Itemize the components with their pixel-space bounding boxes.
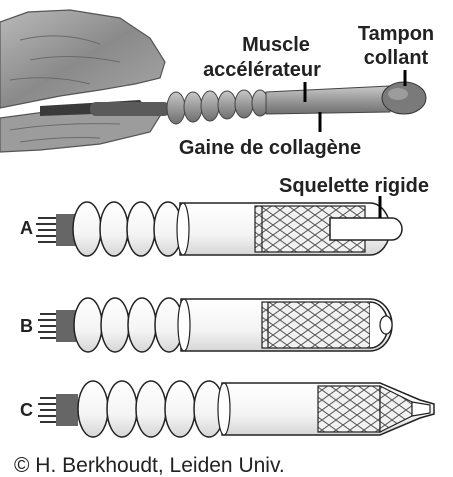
credit-text: © H. Berkhoudt, Leiden Univ. xyxy=(14,454,285,477)
label-squelette: Squelette rigide xyxy=(279,175,429,197)
row-label-b: B xyxy=(20,316,33,336)
label-tampon-line1: Tampon xyxy=(358,23,434,45)
label-tampon-line2: collant xyxy=(364,47,429,69)
diagram-row-c: C xyxy=(20,381,434,437)
row-label-a: A xyxy=(20,218,33,238)
tongue-sheath xyxy=(266,86,390,114)
label-muscle-line2: accélérateur xyxy=(203,59,321,81)
row-label-c: C xyxy=(20,400,33,420)
label-gaine: Gaine de collagène xyxy=(179,137,361,159)
label-muscle-line1: Muscle xyxy=(242,34,310,56)
tongue-segments xyxy=(167,90,268,124)
diagram-row-b: B xyxy=(20,298,392,352)
diagram-row-a: A xyxy=(20,202,402,256)
chameleon-head xyxy=(0,10,165,108)
